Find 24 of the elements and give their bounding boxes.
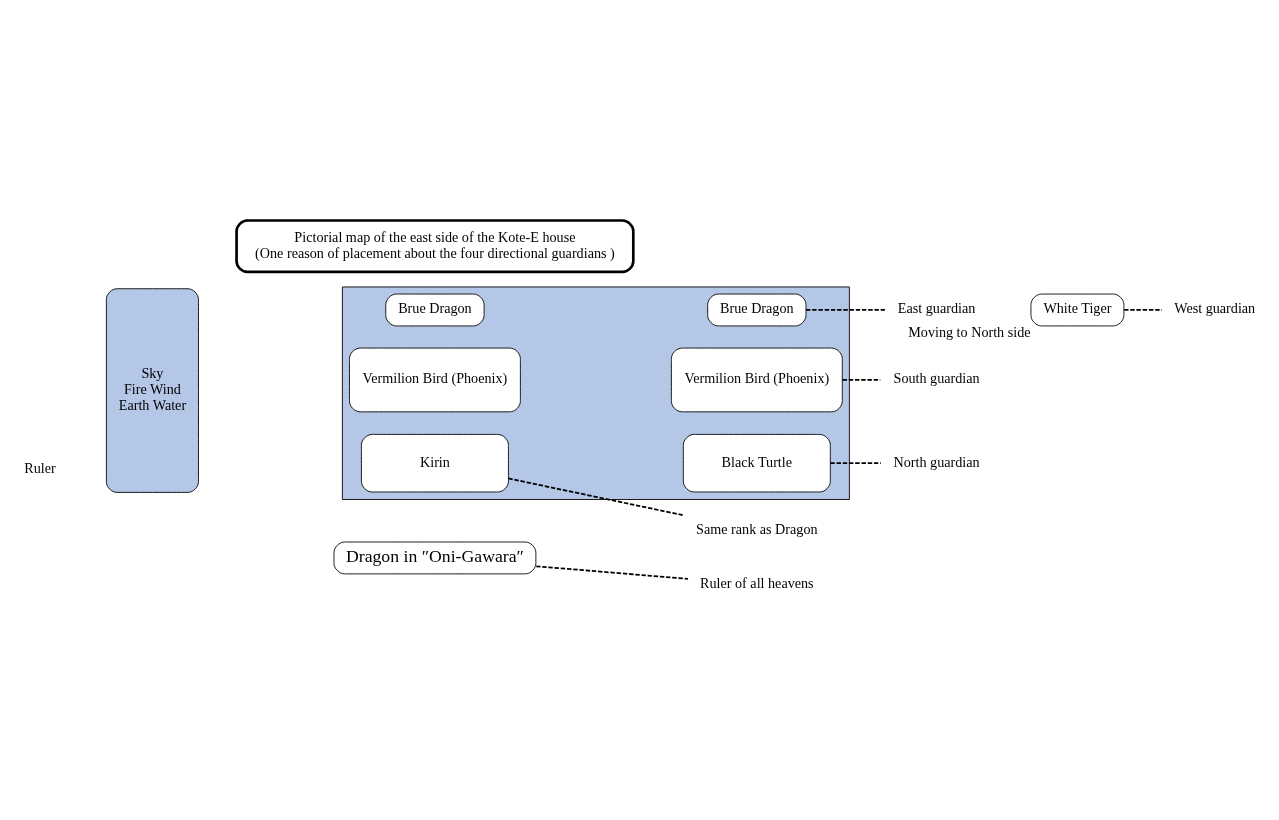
node-label: Moving to North side [908,323,1031,340]
node-text: Ruler of all heavens [700,574,814,591]
node-box: Brue Dragon [707,293,807,326]
connector [829,461,882,464]
node-text: West guardian [1174,299,1256,316]
connector [1123,308,1163,311]
connector [535,564,689,580]
node-box: Pictorial map of the east side of the Kote-E house (One reason of placement about the four directional guardians ) [235,218,635,273]
node-text: South guardian [893,369,980,386]
node-box: Brue Dragon [385,293,485,326]
label: Ruler [24,459,56,476]
node-box: Black Turtle [682,433,831,492]
node-box: Vermilion Bird (Phoenix) [349,347,521,412]
node-text: East guardian [897,299,976,316]
node-text: North guardian [893,453,980,470]
connector [805,308,887,311]
node-box: White Tiger [1030,293,1125,326]
node-box: Dragon in ″Oni-Gawara″ [333,541,537,574]
connector [507,477,686,516]
node-box: Kirin [361,433,509,492]
node-text: Same rank as Dragon [696,520,818,537]
cluster [341,286,850,500]
node-box: Sky Fire Wind Earth Water [105,287,199,493]
node-box: Vermilion Bird (Phoenix) [670,347,843,412]
